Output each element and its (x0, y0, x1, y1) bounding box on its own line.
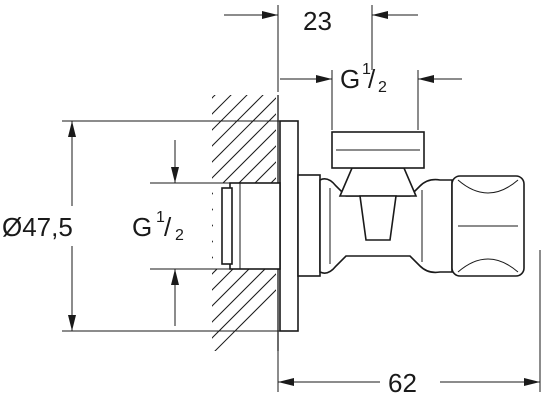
outlet-thread-label: G 1 / 2 (340, 61, 387, 96)
top-cap (331, 131, 425, 241)
dim-inlet-thread (150, 140, 230, 326)
svg-text:2: 2 (378, 79, 387, 96)
inlet-thread-label: G 1 / 2 (132, 209, 184, 244)
dim-overall-length (277, 250, 541, 392)
inlet-thread-stub (221, 182, 281, 270)
svg-text:G: G (132, 212, 152, 242)
dim-top-width-label: 23 (303, 6, 332, 36)
flange-step (297, 174, 321, 277)
dim-overall-length-label: 62 (388, 368, 417, 398)
svg-text:2: 2 (175, 227, 184, 244)
dim-flange-diameter-label: Ø47,5 (2, 212, 73, 242)
svg-text:1: 1 (156, 209, 165, 226)
svg-text:/: / (164, 212, 172, 242)
dim-flange-diameter (62, 120, 280, 332)
outlet-nut (451, 175, 525, 277)
svg-text:1: 1 (362, 61, 371, 78)
svg-text:G: G (340, 64, 360, 94)
flange (279, 120, 299, 332)
dim-outlet-thread (280, 70, 462, 130)
dim-top-width (224, 5, 418, 92)
svg-text:/: / (368, 64, 376, 94)
